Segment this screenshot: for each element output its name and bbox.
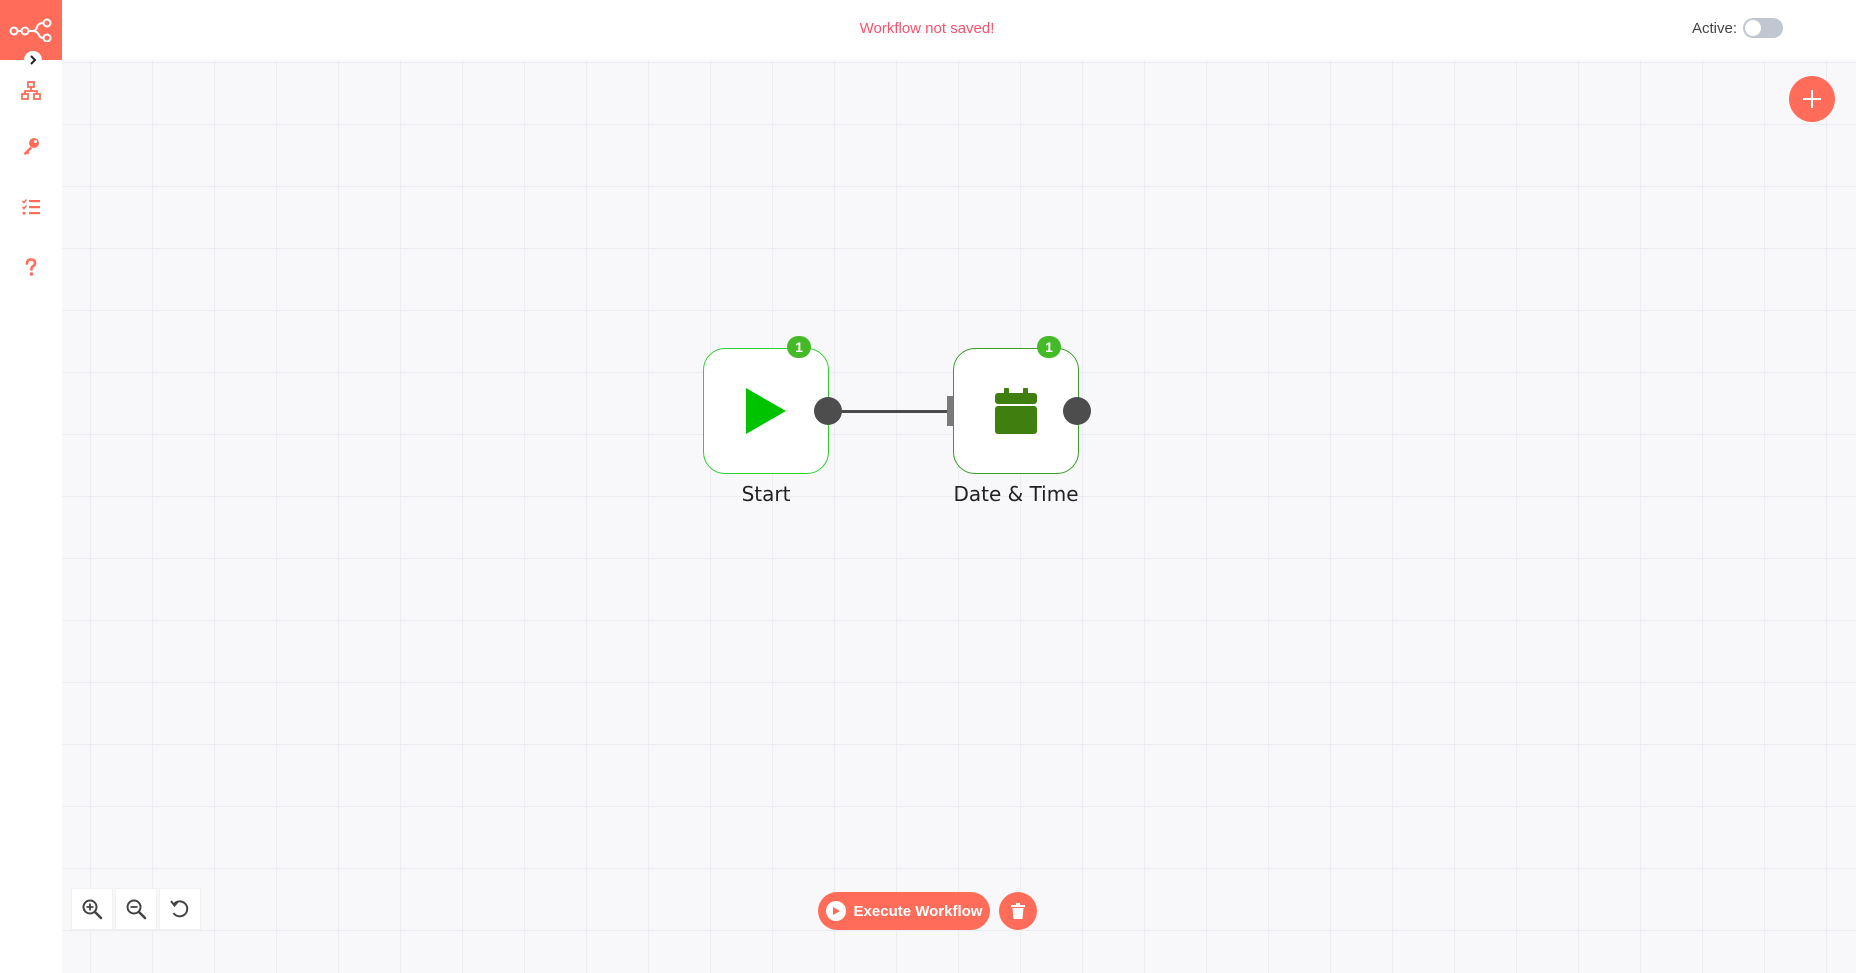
plus-icon [1803,90,1821,108]
delete-workflow-button[interactable] [999,892,1037,930]
zoom-in-icon [82,899,103,920]
zoom-in-button[interactable] [71,888,113,930]
sidebar-item-help[interactable] [16,252,46,282]
network-icon [21,81,41,100]
execute-workflow-button[interactable]: Execute Workflow [818,892,990,930]
list-icon [21,198,40,215]
zoom-out-button[interactable] [115,888,157,930]
help-icon [25,258,37,276]
node-date-time[interactable] [953,348,1079,474]
node-start-run-count: 1 [787,336,811,358]
save-status-text: Workflow not saved! [859,20,995,37]
chevron-right-icon [30,55,37,65]
add-node-button[interactable] [1789,76,1835,122]
sidebar-expand-button[interactable] [24,51,42,69]
logo-icon [9,18,52,42]
n8n-logo[interactable] [0,0,62,60]
zoom-controls [71,888,201,930]
zoom-out-icon [126,899,147,920]
node-start-output-endpoint[interactable] [814,397,842,425]
active-toggle-group: Active: [1692,18,1783,38]
play-circle-icon [825,901,846,921]
sidebar [0,0,62,973]
reset-zoom-button[interactable] [159,888,201,930]
active-toggle[interactable] [1743,18,1783,38]
key-icon [23,138,39,155]
toggle-knob [1745,20,1761,36]
node-start-label: Start [741,482,791,506]
node-date-run-count: 1 [1037,336,1061,358]
sidebar-item-workflows[interactable] [16,76,46,106]
calendar-icon [995,388,1037,434]
active-label: Active: [1691,19,1737,37]
undo-icon [170,900,189,918]
execute-workflow-label: Execute Workflow [853,902,983,920]
node-date-output-endpoint[interactable] [1063,397,1091,425]
node-start[interactable] [703,348,829,474]
play-icon [746,388,786,434]
header: Workflow not saved! Active: [62,0,1856,60]
node-date-label: Date & Time [953,482,1079,506]
sidebar-item-credentials[interactable] [16,131,46,161]
workflow-canvas[interactable] [62,60,1856,973]
trash-icon [1011,903,1025,919]
node-connection[interactable] [838,410,953,413]
sidebar-item-executions[interactable] [16,192,46,222]
